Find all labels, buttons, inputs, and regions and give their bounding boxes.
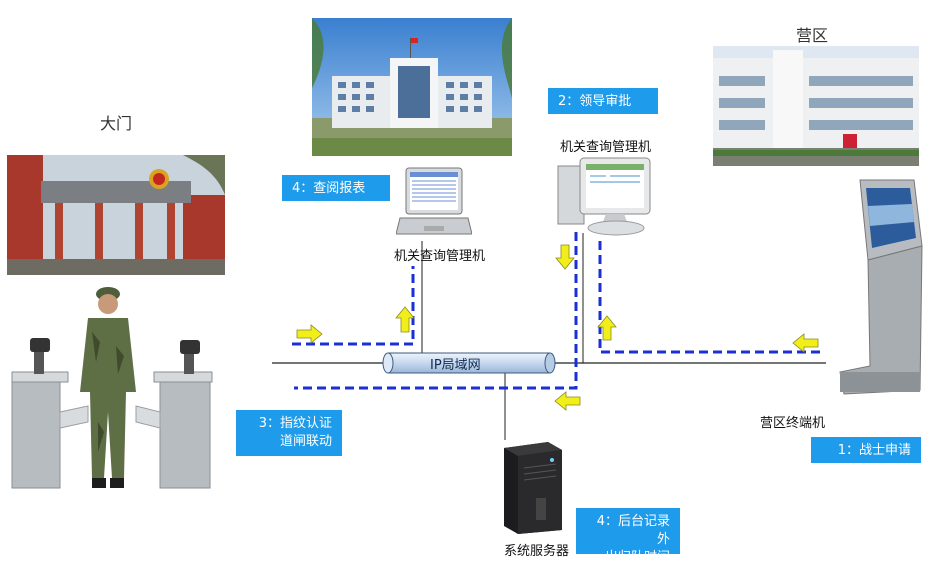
step-4-report-text: 4：查阅报表 <box>292 181 366 196</box>
camp-terminal-label: 营区终端机 <box>760 416 826 431</box>
flow-path-left-upper <box>292 266 415 346</box>
arrow-right-left <box>296 324 323 344</box>
arrow-left-server <box>554 391 581 411</box>
camp-building-photo <box>713 46 919 166</box>
step-1-box: 1：战士申请 <box>811 437 921 463</box>
step-4-server-line1: 4：后台记录外 <box>596 514 670 547</box>
arrow-up-laptop <box>395 306 415 333</box>
lan-label: IP局域网 <box>430 358 481 373</box>
laptop-computer <box>396 166 472 242</box>
office-pc-left-label: 机关查询管理机 <box>394 249 486 264</box>
office-pc-right-label: 机关查询管理机 <box>560 140 652 155</box>
step-4-server-line2: 出归队时间 <box>604 550 670 565</box>
gate-title: 大门 <box>100 114 133 133</box>
camp-title: 营区 <box>796 26 829 45</box>
ip-lan-cylinder <box>382 352 556 374</box>
kiosk-terminal <box>830 176 926 400</box>
step-4-report-box: 4：查阅报表 <box>282 175 390 201</box>
arrow-up-right <box>597 315 617 341</box>
step-3-line2: 道闸联动 <box>279 434 332 449</box>
turnstile-gate-soldier <box>8 282 230 504</box>
step-2-text: 2：领导审批 <box>558 94 632 109</box>
office-building-photo <box>312 18 512 156</box>
flow-path-middle-down <box>294 232 578 390</box>
server-label: 系统服务器 <box>504 544 570 559</box>
step-3-line1: 3：指纹认证 <box>258 416 332 431</box>
arrow-left-kiosk <box>792 333 819 353</box>
flow-path-right <box>598 238 820 354</box>
step-2-box: 2：领导审批 <box>548 88 658 114</box>
arrow-down-desktop <box>555 244 575 270</box>
gate-photo <box>7 155 225 275</box>
step-3-box: 3：指纹认证 道闸联动 <box>236 410 342 456</box>
desktop-computer <box>556 152 660 240</box>
step-4-server-box: 4：后台记录外 出归队时间 <box>576 508 680 565</box>
step-1-text: 1：战士申请 <box>837 443 911 458</box>
server-tower <box>500 438 566 534</box>
